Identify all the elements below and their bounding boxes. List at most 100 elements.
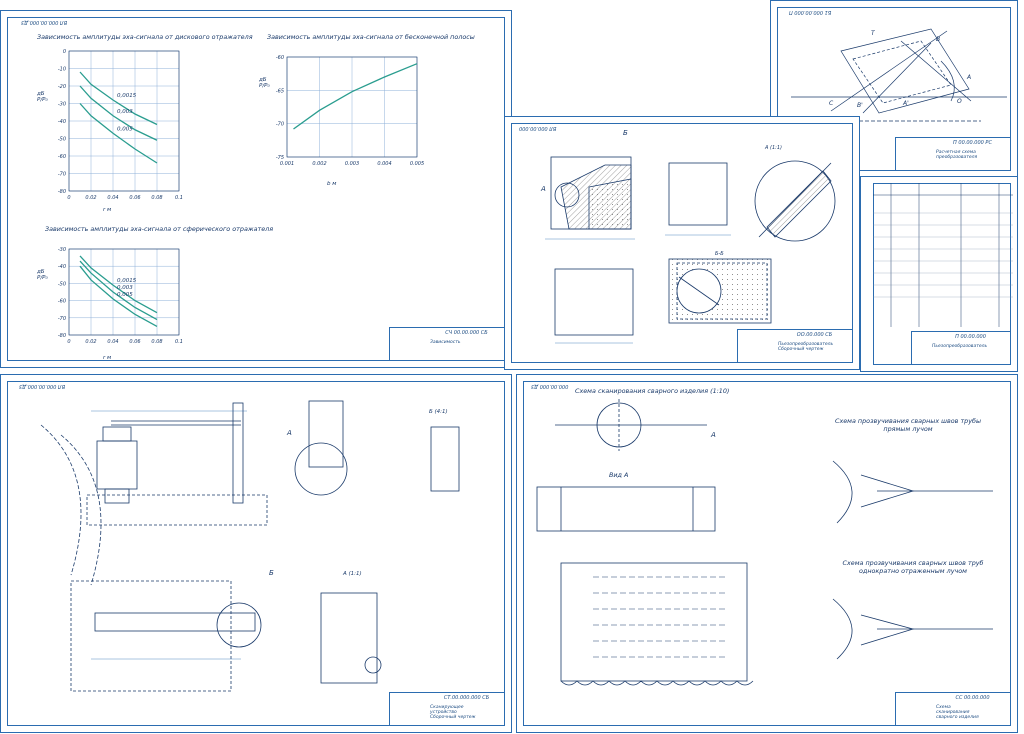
x-tick-label: 0 — [67, 339, 70, 345]
series-line — [79, 265, 158, 327]
chart1-ylabel: дБ P/P₀ — [37, 91, 48, 103]
y-tick-label: -70 — [58, 172, 66, 178]
series-label: 0,005 — [117, 292, 133, 298]
x-tick-label: 0.1 — [175, 195, 183, 201]
chart2-ylabel: дБ P/P₀ — [259, 77, 270, 89]
x-tick-label: 0.005 — [410, 161, 424, 167]
sheet-frame — [7, 381, 505, 726]
title-block: ОО.00.000 СБ Пьезопреобразователь Сбороч… — [737, 329, 853, 363]
svg-text:A: A — [966, 74, 971, 81]
x-tick-label: 0.02 — [85, 195, 96, 201]
series-label: 0,003 — [117, 109, 133, 115]
svg-text:B': B' — [857, 102, 863, 109]
series-label: 0,003 — [117, 285, 133, 291]
chart2-xlabel: b м — [327, 181, 337, 187]
x-tick-label: 0.04 — [107, 339, 118, 345]
point-T: T — [871, 30, 876, 37]
drawing-code: П 00.00.000 — [955, 334, 986, 340]
y-tick-label: -80 — [58, 189, 66, 195]
detail-a-label: А (1:1) — [342, 571, 362, 577]
series-label: 0,0015 — [117, 278, 137, 284]
direct-beam-title: Схема прозвучивания сварных швов трубы п… — [834, 417, 981, 433]
y-tick-label: -30 — [58, 247, 66, 253]
drawing-code: ОО.00.000 СБ — [796, 332, 833, 338]
x-tick-label: 0.08 — [151, 339, 162, 345]
svg-text:C: C — [829, 100, 834, 107]
x-tick-label: 0 — [67, 195, 70, 201]
x-tick-label: 0.06 — [129, 195, 140, 201]
view-a-marker: А — [286, 429, 292, 437]
chart1-xlabel: r м — [103, 207, 112, 213]
drawing-code: СЧ 00.00.000 СБ — [445, 330, 488, 336]
spec-table — [873, 183, 1013, 327]
y-tick-label: -75 — [276, 155, 284, 161]
transducer-drawing: А Б А (1:1) Б-Б — [540, 129, 836, 344]
title-block: П 00.00.000 РС Расчетная схема преобразо… — [895, 137, 1011, 171]
y-tick-label: -65 — [276, 88, 284, 94]
y-tick-label: -30 — [58, 102, 66, 108]
view-a-marker: А — [540, 185, 546, 193]
x-tick-label: 0.06 — [129, 339, 140, 345]
x-tick-label: 0.04 — [107, 195, 118, 201]
y-tick-label: -40 — [58, 264, 66, 270]
series-line — [79, 85, 158, 141]
series-label: 0,005 — [117, 126, 133, 132]
sheet-scanning-device: ВЛ 000.00.000.Д3 А Б (4:1) — [0, 374, 512, 733]
calc-scheme-drawing: T B A O C B' A' a — [791, 28, 1007, 131]
y-tick-label: -60 — [276, 55, 284, 61]
svg-text:A': A' — [902, 100, 909, 107]
series-line — [293, 63, 418, 130]
drawing-code: СТ.00.000.000 СБ — [443, 695, 490, 701]
drawing-name: Расчетная схема преобразователя — [936, 150, 978, 160]
sheet-frame — [523, 381, 1011, 726]
y-tick-label: 0 — [63, 49, 66, 55]
x-tick-label: 0.001 — [280, 161, 294, 167]
drawing-name: Пьезопреобразователь Сборочный чертеж — [778, 342, 834, 352]
sheet-scanning-schemes: 000.00.000 Д3 Схема сканирования сварног… — [516, 374, 1018, 733]
series-line — [79, 260, 158, 321]
sheet-transducer: ВЛ 000.00.000 — [504, 116, 860, 370]
reflected-beam-title: Схема прозвучивания сварных швов труб од… — [842, 559, 984, 575]
title-block: СТ.00.000.000 СБ Сканирующее устройство … — [389, 692, 505, 726]
y-tick-label: -60 — [58, 154, 66, 160]
drawing-name: Зависимость — [430, 340, 461, 345]
sheet-frame — [873, 183, 1011, 365]
plot-frame — [286, 56, 418, 158]
chart3-title: Зависимость амплитуды эха-сигнала от сфе… — [45, 225, 274, 233]
x-tick-label: 0.004 — [377, 161, 391, 167]
y-tick-label: -20 — [58, 84, 66, 90]
y-tick-label: -40 — [58, 119, 66, 125]
drawing-code: П 00.00.000 РС — [953, 140, 992, 146]
section-b-marker: Б — [623, 129, 628, 137]
x-tick-label: 0.08 — [151, 195, 162, 201]
chart1-title: Зависимость амплитуды эха-сигнала от дис… — [37, 33, 253, 41]
plot-frame — [68, 50, 180, 192]
plot-frame — [68, 248, 180, 336]
x-tick-label: 0.1 — [175, 339, 183, 345]
x-tick-label: 0.002 — [312, 161, 326, 167]
drawing-code: СС 00.00.000 — [955, 695, 990, 701]
drawing-name: Пьезопреобразователь — [932, 344, 988, 349]
title-block: СС 00.00.000 Схема сканирования сварного… — [895, 692, 1011, 726]
sheet-specification: П 00.00.000 Пьезопреобразователь — [860, 176, 1018, 372]
svg-text:B: B — [936, 36, 940, 43]
y-tick-label: -50 — [58, 137, 66, 143]
drawing-name: Сканирующее устройство Сборочный чертеж — [430, 705, 476, 720]
sheet-frame — [777, 7, 1011, 171]
series-line — [79, 103, 158, 164]
view-a-title: Вид А — [609, 471, 629, 479]
scanning-schemes-drawing: А — [536, 399, 993, 686]
title-block: СЧ 00.00.000 СБ Зависимость — [389, 327, 505, 361]
y-tick-label: -70 — [58, 316, 66, 322]
y-tick-label: -80 — [58, 333, 66, 339]
y-tick-label: -50 — [58, 281, 66, 287]
y-tick-label: -60 — [58, 299, 66, 305]
x-tick-label: 0.003 — [345, 161, 359, 167]
section-b-marker: Б — [269, 569, 274, 577]
view-a-arrow-label: А — [710, 431, 716, 439]
detail-a-label: А (1:1) — [764, 145, 782, 151]
series-line — [79, 255, 158, 314]
